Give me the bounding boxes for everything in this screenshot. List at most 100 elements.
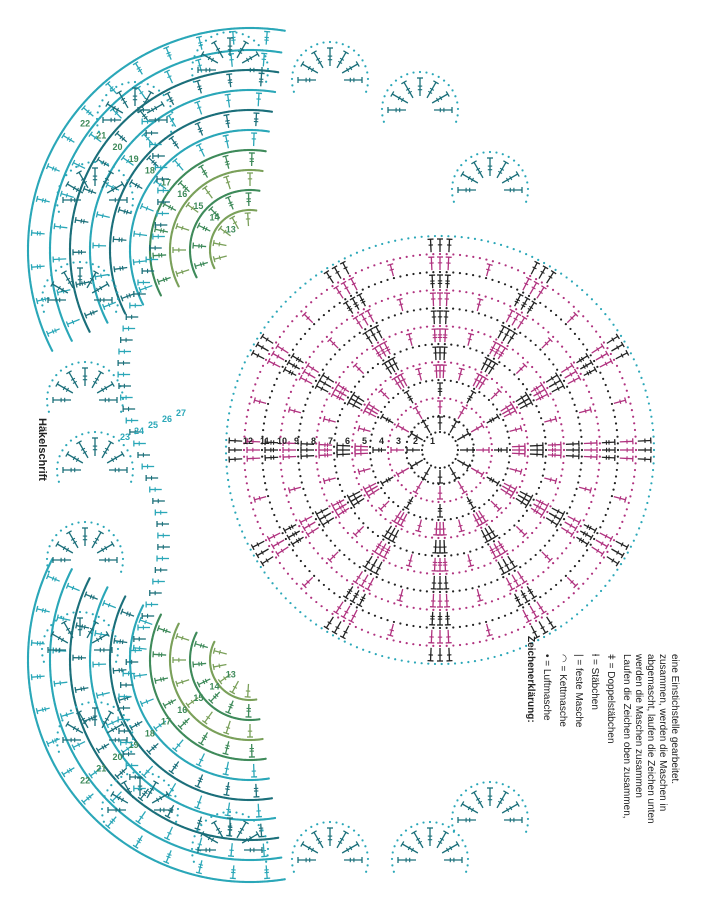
chain-dot: [623, 557, 625, 559]
chain-dot: [229, 406, 231, 408]
chain-dot: [331, 285, 333, 287]
chain-dot: [430, 464, 432, 466]
stitch-top: [176, 271, 178, 277]
row-number: 11: [260, 436, 270, 446]
chain-dot: [563, 449, 565, 451]
stitch-cross: [294, 487, 295, 491]
chain-dot: [580, 525, 582, 527]
chain-dot: [376, 322, 378, 324]
stitch-cross: [228, 80, 232, 81]
chain-dot: [508, 573, 510, 575]
chain-dot: [312, 512, 314, 514]
chain-dot: [394, 333, 396, 335]
chain-dot: [370, 440, 372, 442]
chain-dot: [455, 498, 457, 500]
stitch-top: [397, 600, 403, 602]
chain-dot: [522, 515, 524, 517]
chain-dot: [439, 307, 441, 309]
chain-dot: [346, 579, 348, 581]
chain-dot: [452, 590, 454, 592]
chain-dot: [522, 383, 524, 385]
chain-dot: [363, 308, 365, 310]
chain-dot: [227, 419, 229, 421]
chain-dot: [484, 584, 486, 586]
chain-dot: [400, 294, 402, 296]
chain-dot: [335, 571, 337, 573]
stitch-stem: [308, 365, 319, 372]
chain-dot: [299, 287, 301, 289]
chain-dot: [357, 586, 359, 588]
stitch-stem: [431, 648, 432, 661]
stitch-stem: [592, 547, 603, 554]
chain-dot: [455, 399, 457, 401]
chain-dot: [481, 546, 483, 548]
chain-dot: [508, 437, 510, 439]
chain-dot: [576, 367, 578, 369]
chain-dot: [459, 290, 461, 292]
chain-dot: [512, 549, 514, 551]
chain-dot: [534, 298, 536, 300]
chain-dot: [534, 600, 536, 602]
stitch-top: [195, 80, 201, 82]
chain-dot: [565, 547, 567, 549]
chain-dot: [646, 502, 648, 504]
chain-dot: [481, 352, 483, 354]
chain-dot: [337, 478, 339, 480]
chain-dot: [281, 423, 283, 425]
chain-dot: [614, 416, 616, 418]
chain-dot: [326, 534, 328, 536]
chain-dot: [504, 533, 506, 535]
stitch-top: [223, 155, 229, 157]
chain-dot: [279, 562, 281, 564]
chain-dot: [513, 524, 515, 526]
stitch-stem: [229, 441, 242, 442]
chain-dot: [500, 654, 502, 656]
chain-dot: [574, 404, 576, 406]
chain-dot: [591, 600, 593, 602]
chain-dot: [504, 615, 506, 617]
stitch-cross: [66, 193, 67, 197]
chain-dot: [467, 513, 469, 515]
chain-dot: [254, 383, 256, 385]
chain-dot: [351, 537, 353, 539]
chain-dot: [533, 399, 535, 401]
stitch-cross: [418, 525, 422, 526]
chain-dot: [366, 549, 368, 551]
stitch-stem: [508, 556, 515, 567]
chain-dot: [485, 277, 487, 279]
chain-dot: [401, 484, 403, 486]
chain-dot: [315, 518, 317, 520]
chain-dot: [432, 307, 434, 309]
chain-dot: [651, 476, 653, 478]
chain-dot: [420, 400, 422, 402]
chain-dot: [600, 590, 602, 592]
chain-dot: [362, 249, 364, 251]
chain-dot: [388, 356, 390, 358]
chain-dot: [632, 482, 634, 484]
chain-dot: [419, 644, 421, 646]
chain-dot: [467, 237, 469, 239]
chain-dot: [310, 301, 312, 303]
chain-dot: [302, 410, 304, 412]
stitch-top: [590, 407, 592, 413]
stitch-stem: [561, 365, 572, 372]
chain-dot: [426, 271, 428, 273]
stitch-cross: [364, 428, 365, 432]
chain-dot: [565, 351, 567, 353]
chain-dot: [574, 565, 576, 567]
chain-dot: [542, 571, 544, 573]
chain-dot: [362, 649, 364, 651]
chain-dot: [604, 585, 606, 587]
stitch-stem: [432, 275, 433, 288]
chain-dot: [474, 238, 476, 240]
chain-dot: [259, 527, 261, 529]
chain-dot: [565, 323, 567, 325]
chain-dot: [546, 387, 548, 389]
chain-dot: [454, 458, 456, 460]
chain-dot: [626, 390, 628, 392]
chain-dot: [383, 338, 385, 340]
chain-dot: [354, 386, 356, 388]
chain-dot: [452, 608, 454, 610]
chain-dot: [287, 325, 289, 327]
chain-dot: [490, 316, 492, 318]
